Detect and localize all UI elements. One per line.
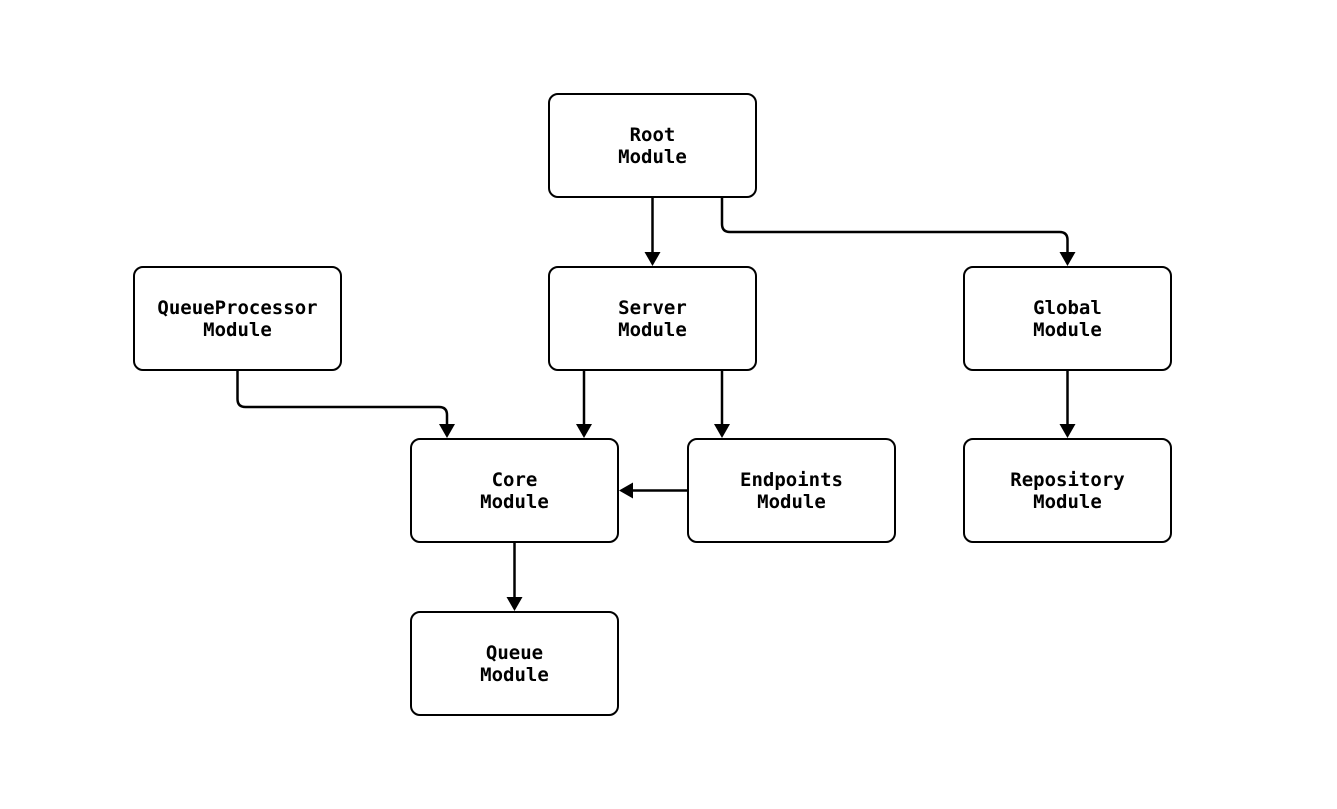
node-label: Repository: [1010, 468, 1125, 491]
arrowhead-down-icon: [644, 252, 661, 266]
edge-root-to-global: [720, 198, 1076, 266]
node-label: Module: [480, 490, 549, 513]
arrowhead-down-icon: [1059, 424, 1076, 438]
arrowhead-down-icon: [1059, 252, 1076, 266]
node-label: Module: [618, 318, 687, 341]
node-core-module: Core Module: [410, 438, 619, 543]
edge-global-to-repository: [1059, 371, 1076, 438]
node-label: Module: [1033, 490, 1102, 513]
arrowhead-down-icon: [439, 424, 455, 438]
arrowhead-down-icon: [714, 424, 730, 438]
node-label: Module: [757, 490, 826, 513]
arrowhead-left-icon: [619, 482, 633, 499]
node-server-module: Server Module: [548, 266, 757, 371]
node-label: Server: [618, 296, 687, 319]
edge-endpoints-to-core: [619, 482, 687, 499]
node-label: Endpoints: [740, 468, 843, 491]
edge-core-to-queue: [506, 543, 523, 611]
node-label: Root: [629, 123, 676, 146]
edge-queueprocessor-to-core: [236, 371, 455, 438]
node-label: Global: [1033, 296, 1102, 319]
node-label: Module: [203, 318, 272, 341]
edge-server-to-endpoints: [714, 371, 730, 438]
node-queue-module: Queue Module: [410, 611, 619, 716]
node-queueprocessor-module: QueueProcessor Module: [133, 266, 342, 371]
node-root-module: Root Module: [548, 93, 757, 198]
node-label: Module: [618, 145, 687, 168]
node-label: QueueProcessor: [157, 296, 318, 319]
node-endpoints-module: Endpoints Module: [687, 438, 896, 543]
node-global-module: Global Module: [963, 266, 1172, 371]
node-label: Core: [491, 468, 538, 491]
arrowhead-down-icon: [506, 597, 523, 611]
node-repository-module: Repository Module: [963, 438, 1172, 543]
node-label: Module: [1033, 318, 1102, 341]
node-label: Queue: [485, 641, 544, 664]
edge-server-to-core: [576, 371, 592, 438]
node-label: Module: [480, 663, 549, 686]
arrowhead-down-icon: [576, 424, 592, 438]
edge-root-to-server: [644, 198, 661, 266]
